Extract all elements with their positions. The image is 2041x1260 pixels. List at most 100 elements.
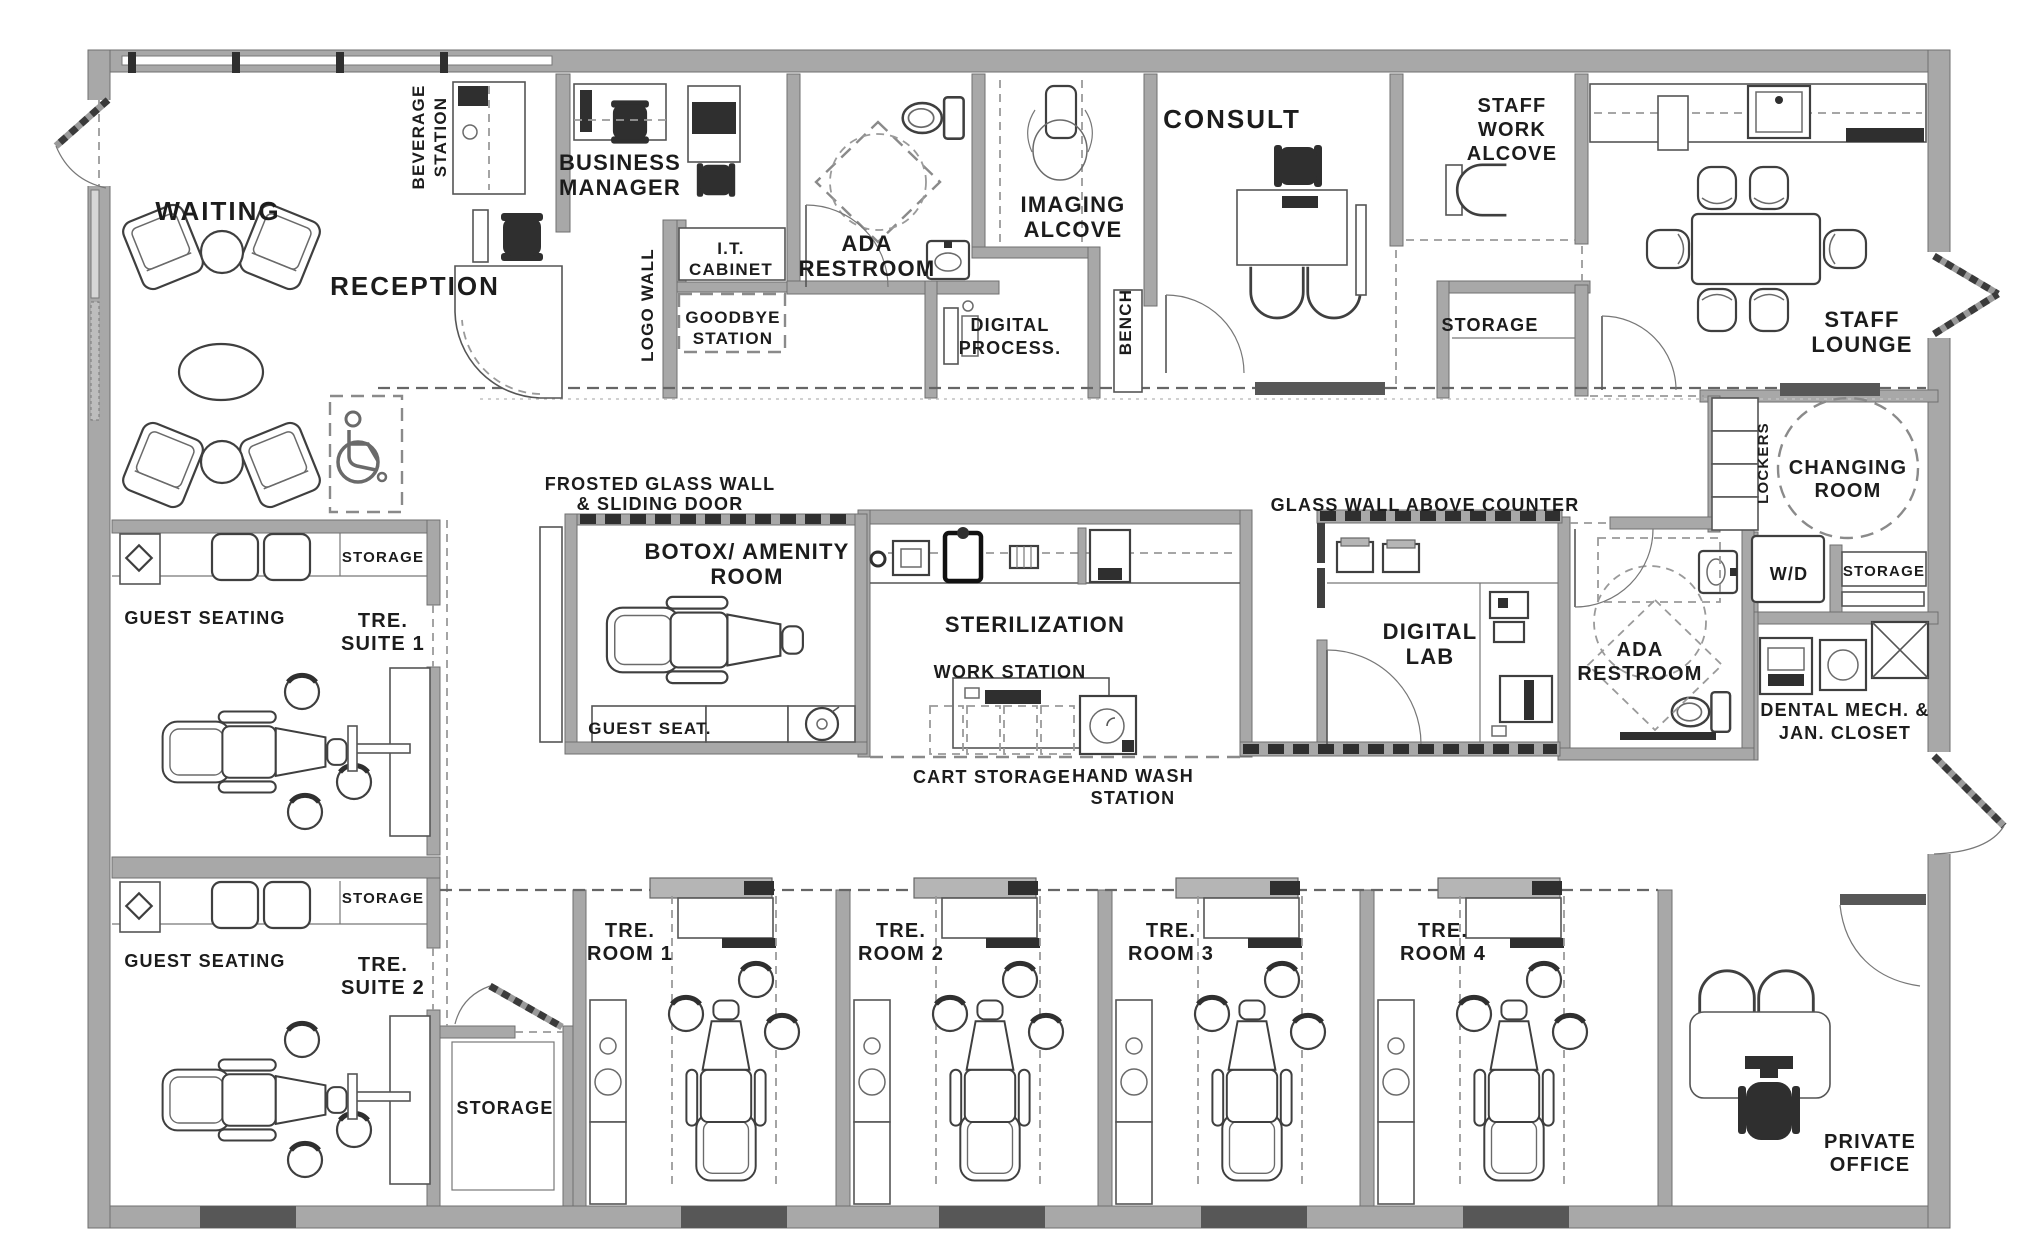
guest-seat-bench (591, 705, 707, 743)
label-staff-work-3: ALCOVE (1467, 143, 1558, 165)
label-dental-mech-2: JAN. CLOSET (1779, 723, 1911, 743)
label-storage-s1: STORAGE (342, 549, 424, 566)
label-guest-seat: GUEST SEAT. (588, 719, 711, 738)
label-tre-room3-1: TRE. (1146, 920, 1196, 942)
label-digital-process-2: PROCESS. (959, 338, 1062, 358)
side-table-icon (199, 229, 245, 275)
grab-bar-icon (1620, 732, 1716, 740)
label-cart-storage: CART STORAGE (913, 767, 1071, 787)
monitor-icon (1282, 196, 1318, 208)
label-tre-room1-2: ROOM 1 (587, 943, 673, 965)
hand-wash-icon (1078, 694, 1138, 756)
room-business-manager (573, 83, 787, 354)
label-guest-seating-2: GUEST SEATING (124, 951, 285, 971)
it-cabinet-box (678, 227, 786, 281)
label-consult: CONSULT (1163, 104, 1301, 134)
label-private-office-2: OFFICE (1830, 1154, 1911, 1176)
circulation-dashes (378, 80, 1926, 1033)
label-staff-work-1: STAFF (1478, 95, 1547, 117)
label-waiting: WAITING (155, 196, 280, 226)
label-staff-lounge-1: STAFF (1824, 307, 1899, 332)
label-it-cabinet-2: CABINET (689, 260, 773, 279)
label-ada1-1: ADA (841, 231, 892, 256)
label-lockers: LOCKERS (1755, 422, 1772, 504)
label-beverage-2: STATION (431, 97, 450, 177)
label-business-manager-2: MANAGER (559, 175, 681, 200)
room-consult (1165, 145, 1367, 374)
side-table-icon (199, 439, 245, 485)
label-digital-process-1: DIGITAL (970, 315, 1049, 335)
label-tre-room2-1: TRE. (876, 920, 926, 942)
room-waiting (118, 81, 563, 514)
label-bench: BENCH (1116, 289, 1135, 355)
room-tre-1 (589, 877, 799, 1228)
room-botox (539, 526, 856, 743)
label-beverage-1: BEVERAGE (409, 84, 428, 189)
washer-dryer-icon (1750, 534, 1826, 604)
label-work-station: WORK STATION (934, 662, 1087, 682)
label-staff-lounge-2: LOUNGE (1811, 332, 1912, 357)
room-tre-3 (1115, 877, 1325, 1228)
cart-storage-icon (929, 705, 1075, 755)
label-tre-suite2-1: TRE. (358, 954, 408, 976)
room-staff-lounge (1589, 83, 1927, 391)
label-guest-seating-1: GUEST SEATING (124, 608, 285, 628)
room-imaging-alcove (1027, 84, 1093, 181)
label-business-manager-1: BUSINESS (559, 150, 681, 175)
appliance-icon (1846, 128, 1924, 142)
label-tre-suite1-2: SUITE 1 (341, 633, 425, 655)
room-tre-4 (1377, 877, 1587, 1228)
room-tre-suite-2 (112, 880, 431, 1228)
beverage-station-icon (452, 81, 526, 195)
label-ada2-1: ADA (1617, 639, 1664, 661)
reception-desk-icon (454, 209, 563, 399)
room-storage-bottom (451, 982, 564, 1191)
table-icon (1690, 212, 1822, 286)
label-storage-top: STORAGE (1441, 315, 1538, 335)
label-storage-bottom: STORAGE (456, 1098, 553, 1118)
label-wd: W/D (1770, 564, 1809, 584)
label-staff-work-2: WORK (1478, 119, 1546, 141)
wheelchair-space-icon (328, 394, 404, 514)
label-hand-wash-2: STATION (1091, 788, 1176, 808)
printer-icon (692, 102, 736, 134)
monitor-icon (1745, 1056, 1793, 1069)
label-tre-room4-1: TRE. (1418, 920, 1468, 942)
room-private-office (1689, 894, 1926, 1140)
label-logo-wall: LOGO WALL (638, 248, 657, 362)
label-digital-lab-2: LAB (1406, 644, 1455, 669)
label-tre-room3-2: ROOM 3 (1128, 943, 1214, 965)
label-sterilization: STERILIZATION (945, 612, 1125, 637)
steril-sink-icon (942, 530, 984, 584)
label-private-office-1: PRIVATE (1824, 1131, 1916, 1153)
label-changing-1: CHANGING (1789, 457, 1908, 479)
label-imaging-1: IMAGING (1021, 192, 1126, 217)
rug-icon (177, 342, 265, 402)
label-changing-2: ROOM (1814, 480, 1881, 502)
label-tre-room1-1: TRE. (605, 920, 655, 942)
label-tre-room4-2: ROOM 4 (1400, 943, 1486, 965)
label-ada1-2: RESTROOM (799, 256, 936, 281)
label-botox-2: ROOM (710, 564, 783, 589)
label-frosted-1: FROSTED GLASS WALL (545, 474, 776, 494)
room-storage-right (1841, 551, 1927, 607)
label-dental-mech-1: DENTAL MECH. & (1760, 700, 1929, 720)
label-ada2-2: RESTROOM (1577, 663, 1702, 685)
room-changing (1711, 396, 1920, 540)
room-ada-restroom-2 (1574, 528, 1739, 740)
monitor-icon (1524, 680, 1534, 720)
room-sterilization (869, 527, 1240, 756)
label-botox-1: BOTOX/ AMENITY (644, 539, 849, 564)
room-staff-work-alcove (1406, 163, 1575, 241)
label-storage-right: STORAGE (1843, 563, 1925, 580)
label-it-cabinet-1: I.T. (717, 239, 744, 258)
room-dental-mech (1758, 620, 1930, 696)
label-frosted-2: & SLIDING DOOR (577, 494, 744, 514)
label-glass-wall-note: GLASS WALL ABOVE COUNTER (1271, 495, 1580, 515)
label-imaging-2: ALCOVE (1024, 217, 1123, 242)
room-tre-2 (853, 877, 1063, 1228)
bench-icon (1113, 289, 1143, 393)
label-storage-s2: STORAGE (342, 890, 424, 907)
label-tre-suite1-1: TRE. (358, 610, 408, 632)
